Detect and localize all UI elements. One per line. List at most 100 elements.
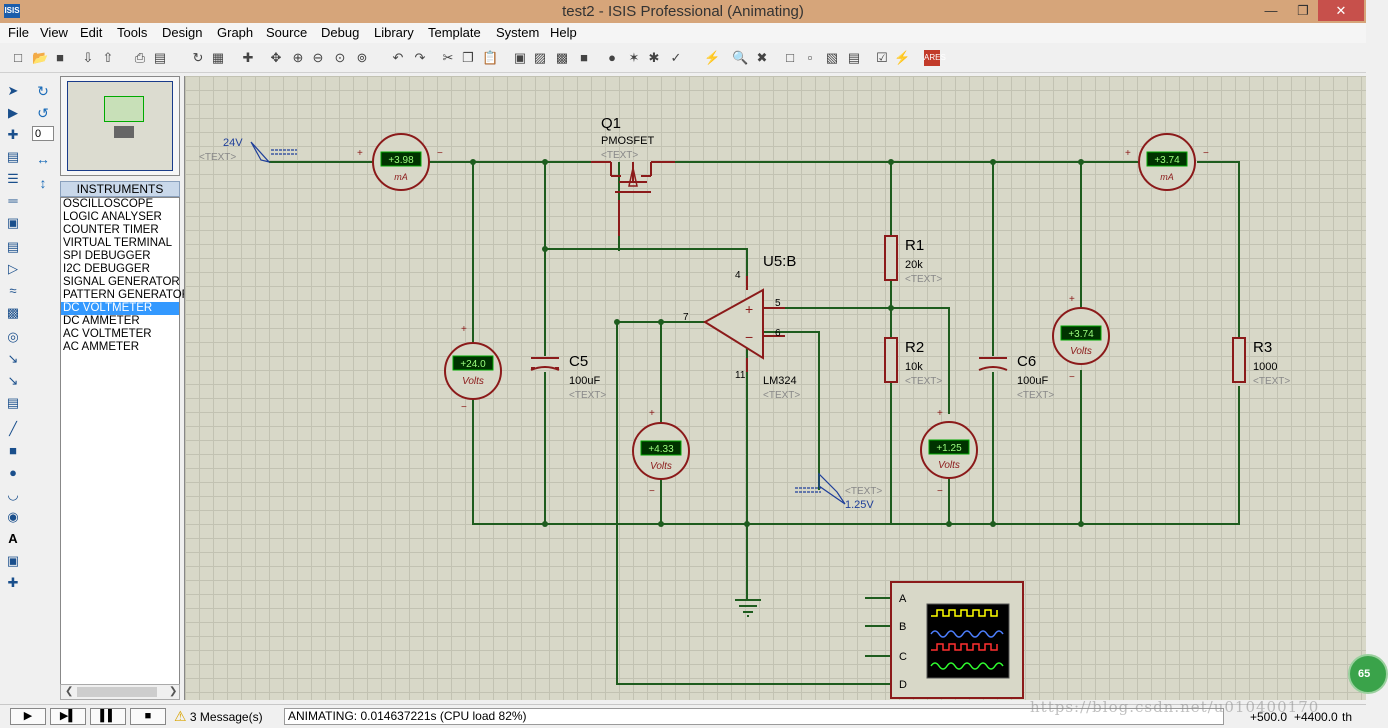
- menu-edit[interactable]: Edit: [80, 25, 103, 40]
- notification-badge[interactable]: 65: [1348, 654, 1388, 694]
- u5b-opamp[interactable]: + − 5 6 7 4 11 U5:B LM324 <TEXT>: [683, 253, 800, 401]
- dc-voltmeter-1[interactable]: +24.0 Volts + −: [444, 324, 502, 413]
- resistor-r2[interactable]: R2 10k <TEXT>: [884, 337, 942, 387]
- menu-design[interactable]: Design: [162, 25, 203, 40]
- text-script-icon[interactable]: ☰: [7, 171, 19, 186]
- box-tool-icon[interactable]: ■: [9, 443, 17, 458]
- remove-sheet-icon[interactable]: ▫: [807, 50, 813, 65]
- menu-graph[interactable]: Graph: [217, 25, 254, 40]
- circle-tool-icon[interactable]: ●: [9, 465, 17, 480]
- list-item[interactable]: OSCILLOSCOPE: [63, 198, 154, 210]
- block-delete-icon[interactable]: ■: [580, 50, 588, 65]
- ares-icon[interactable]: ARES: [924, 50, 946, 66]
- virtual-instruments-icon[interactable]: ▤: [6, 395, 20, 410]
- bus-icon[interactable]: ═: [8, 193, 18, 208]
- open-file-icon[interactable]: 📂: [32, 50, 49, 65]
- menu-file[interactable]: File: [8, 25, 29, 40]
- selection-mode-icon[interactable]: ➤: [7, 83, 19, 98]
- scroll-left-icon[interactable]: ❮: [65, 686, 74, 697]
- rotation-angle-input[interactable]: [32, 126, 54, 141]
- zoom-area-icon[interactable]: ⊚: [356, 50, 368, 65]
- zoom-all-icon[interactable]: ⊙: [334, 50, 346, 65]
- menu-source[interactable]: Source: [266, 25, 308, 40]
- list-item[interactable]: AC AMMETER: [63, 341, 140, 353]
- scrollbar-thumb[interactable]: [77, 687, 157, 697]
- list-item[interactable]: DC AMMETER: [63, 315, 140, 327]
- list-item[interactable]: PATTERN GENERATOR: [63, 289, 190, 301]
- device-list-scrollbar[interactable]: ❮ ❯: [60, 684, 180, 700]
- copy-icon[interactable]: ❐: [462, 50, 474, 65]
- list-item[interactable]: AC VOLTMETER: [63, 328, 152, 340]
- dc-voltmeter-4[interactable]: +3.74 Volts + −: [1052, 294, 1110, 383]
- reference-terminal[interactable]: <TEXT> 1.25V: [795, 472, 882, 511]
- capacitor-c5[interactable]: C5 100uF <TEXT>: [530, 353, 606, 401]
- paste-icon[interactable]: 📋: [482, 50, 499, 65]
- marker-tool-icon[interactable]: ✚: [7, 575, 19, 590]
- terminals-icon[interactable]: ▤: [6, 239, 20, 254]
- decompose-icon[interactable]: ✓: [670, 50, 682, 65]
- arc-tool-icon[interactable]: ◡: [7, 487, 19, 502]
- stop-button[interactable]: ■: [130, 708, 166, 725]
- menu-debug[interactable]: Debug: [321, 25, 360, 40]
- menu-tools[interactable]: Tools: [117, 25, 148, 40]
- search-tag-icon[interactable]: 🔍: [732, 50, 749, 65]
- step-button[interactable]: ▶▌: [50, 708, 86, 725]
- pan-icon[interactable]: ✥: [270, 50, 282, 65]
- redo-icon[interactable]: ↷: [414, 50, 426, 65]
- close-button[interactable]: ✕: [1318, 0, 1364, 21]
- supply-terminal[interactable]: 24V <TEXT>: [199, 137, 297, 164]
- list-item[interactable]: VIRTUAL TERMINAL: [63, 237, 173, 249]
- rotate-cw-icon[interactable]: ↻: [37, 83, 49, 99]
- component-mode-icon[interactable]: ▶: [8, 105, 18, 120]
- zoom-in-icon[interactable]: ⊕: [292, 50, 304, 65]
- current-probe-icon[interactable]: ↘: [7, 373, 19, 388]
- dc-voltmeter-3[interactable]: +1.25 Volts + −: [920, 408, 978, 497]
- menu-help[interactable]: Help: [550, 25, 577, 40]
- export-icon[interactable]: ⇧: [102, 50, 114, 65]
- menu-library[interactable]: Library: [374, 25, 414, 40]
- resistor-r3[interactable]: R3 1000 <TEXT>: [1232, 337, 1290, 387]
- bill-of-materials-icon[interactable]: ▤: [847, 50, 861, 65]
- device-pins-icon[interactable]: ▷: [8, 261, 18, 276]
- text-tool-icon[interactable]: A: [8, 531, 18, 546]
- erc-icon[interactable]: ☑: [876, 50, 888, 65]
- pick-device-icon[interactable]: ●: [608, 50, 616, 65]
- zoom-out-icon[interactable]: ⊖: [312, 50, 324, 65]
- new-sheet-icon[interactable]: □: [786, 50, 794, 65]
- block-copy-icon[interactable]: ▣: [513, 50, 527, 65]
- resistor-r1[interactable]: R1 20k <TEXT>: [884, 235, 942, 285]
- tape-recorder-icon[interactable]: ▩: [6, 305, 20, 320]
- make-device-icon[interactable]: ✶: [628, 50, 640, 65]
- list-item[interactable]: LOGIC ANALYSER: [63, 211, 162, 223]
- list-item[interactable]: I2C DEBUGGER: [63, 263, 150, 275]
- oscilloscope[interactable]: A B C D: [890, 581, 1024, 699]
- schematic-canvas[interactable]: 24V <TEXT> +3.98 mA + − +3.74 mA + − Q1 …: [184, 76, 1366, 700]
- voltage-probe-icon[interactable]: ↘: [7, 351, 19, 366]
- origin-icon[interactable]: ✚: [242, 50, 254, 65]
- list-item[interactable]: SIGNAL GENERATOR: [63, 276, 180, 288]
- grid-icon[interactable]: ▦: [211, 50, 225, 65]
- capacitor-c6[interactable]: C6 100uF <TEXT>: [978, 353, 1054, 401]
- junction-dot-icon[interactable]: ✚: [7, 127, 19, 142]
- line-tool-icon[interactable]: ╱: [9, 421, 17, 436]
- list-item[interactable]: COUNTER TIMER: [63, 224, 159, 236]
- dc-ammeter-1[interactable]: +3.98 mA + −: [357, 133, 443, 191]
- play-button[interactable]: ▶: [10, 708, 46, 725]
- dc-ammeter-2[interactable]: +3.74 mA + −: [1125, 133, 1209, 191]
- block-move-icon[interactable]: ▨: [533, 50, 547, 65]
- overview-window[interactable]: [60, 76, 180, 176]
- list-item[interactable]: SPI DEBUGGER: [63, 250, 151, 262]
- new-file-icon[interactable]: □: [14, 50, 22, 65]
- subcircuit-icon[interactable]: ▣: [6, 215, 20, 230]
- import-icon[interactable]: ⇩: [82, 50, 94, 65]
- cut-icon[interactable]: ✂: [442, 50, 454, 65]
- package-tool-icon[interactable]: ✱: [648, 50, 660, 65]
- dc-voltmeter-2[interactable]: +4.33 Volts + −: [632, 408, 690, 497]
- redraw-icon[interactable]: ↻: [192, 50, 204, 65]
- wire-autorouter-icon[interactable]: ⚡: [704, 50, 721, 65]
- menu-system[interactable]: System: [496, 25, 540, 40]
- symbol-tool-icon[interactable]: ▣: [6, 553, 20, 568]
- print-icon[interactable]: ⎙: [134, 50, 146, 65]
- netlist-icon[interactable]: ⚡: [894, 50, 911, 65]
- rotate-ccw-icon[interactable]: ↺: [37, 105, 49, 121]
